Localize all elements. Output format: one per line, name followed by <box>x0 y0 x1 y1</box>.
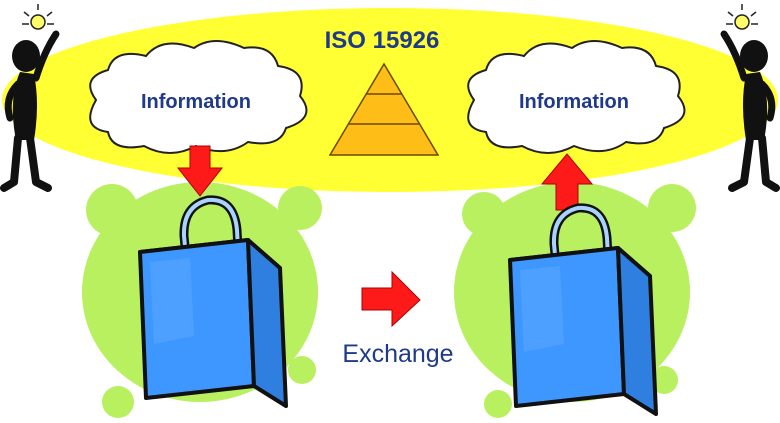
information-label-right: Information <box>519 91 629 113</box>
person-with-idea-icon-left <box>0 4 60 192</box>
pyramid-icon <box>328 62 440 156</box>
arrow-down-icon <box>176 145 224 197</box>
information-cloud-left: Information <box>89 40 308 154</box>
arrow-up-icon <box>540 153 594 211</box>
person-with-idea-icon-right <box>720 4 780 192</box>
information-cloud-right: Information <box>467 40 686 154</box>
information-label-left: Information <box>141 91 251 113</box>
arrow-right-icon <box>361 270 421 328</box>
diagram-title: ISO 15926 <box>325 27 440 54</box>
exchange-label: Exchange <box>342 340 453 368</box>
